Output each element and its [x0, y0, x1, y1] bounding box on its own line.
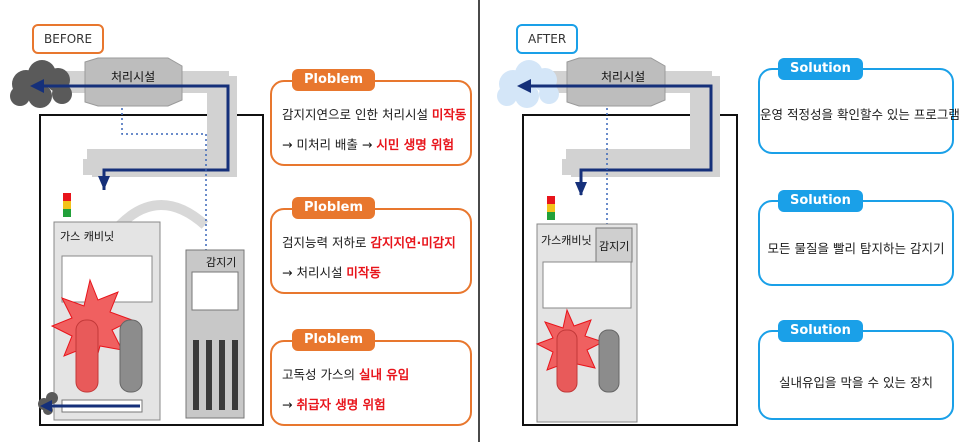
problem-card: Ploblem 감지지연으로 인한 처리시설 미작동 → 미처리 배출 → 시민… — [270, 69, 472, 166]
cabinet-label: 가스 캐비닛 — [60, 230, 115, 243]
facility-label: 처리시설 — [601, 70, 646, 84]
problem-line: → 미처리 배출 → 시민 생명 위험 — [282, 137, 455, 152]
solution-card-title: Solution — [778, 58, 863, 80]
gas-cylinder — [75, 319, 99, 393]
panel-divider — [478, 0, 480, 442]
problem-card-title: Ploblem — [292, 197, 376, 219]
problem-line: → 처리시설 미작동 — [282, 265, 381, 280]
treatment-facility — [84, 57, 183, 107]
problem-card: Ploblem 고독성 가스의 실내 유입 → 취급자 생명 위험 — [270, 329, 472, 426]
problem-line: 감지지연으로 인한 처리시설 미작동 — [282, 107, 467, 122]
clean-air-icon — [497, 60, 559, 108]
problem-card: Ploblem 검지능력 저하로 감지지연·미감지 → 처리시설 미작동 — [270, 197, 472, 294]
solution-card-title: Solution — [778, 190, 863, 212]
problem-line: 고독성 가스의 실내 유입 — [282, 367, 410, 382]
dark-smoke-icon — [10, 60, 72, 108]
problem-card-title: Ploblem — [292, 69, 376, 91]
problem-card-title: Ploblem — [292, 329, 376, 351]
facility-label: 처리시설 — [111, 70, 156, 84]
problem-line: → 취급자 생명 위험 — [282, 397, 386, 412]
detector-label: 감지기 — [206, 256, 237, 269]
before-diagram — [10, 57, 264, 426]
cabinet-label: 가스캐비닛 — [541, 234, 592, 247]
solution-text: 실내유입을 막을 수 있는 장치 — [779, 375, 933, 390]
before-tag: BEFORE — [32, 24, 105, 54]
before-panel: BEFORE — [0, 0, 478, 442]
solution-card-title: Solution — [778, 320, 863, 342]
solution-card: Solution 실내유입을 막을 수 있는 장치 — [758, 320, 954, 420]
flow-arrow — [525, 84, 713, 195]
detector-box — [595, 227, 633, 263]
solution-card: Solution 모든 물질을 빨리 탐지하는 감지기 — [758, 190, 954, 286]
treatment-facility — [566, 57, 666, 107]
problem-line: 검지능력 저하로 감지지연·미감지 — [282, 235, 456, 250]
after-diagram — [497, 57, 738, 426]
after-panel: AFTER 처리시설 가스캐비닛 감지기 Solution 운영 적정성을 확인… — [481, 0, 960, 442]
solution-card: Solution 운영 적정성을 확인할수 있는 프로그램 — [758, 58, 960, 154]
solution-text: 운영 적정성을 확인할수 있는 프로그램 — [760, 107, 960, 122]
solution-text: 모든 물질을 빨리 탐지하는 감지기 — [767, 241, 945, 256]
gas-cylinder — [556, 329, 578, 393]
detector-label: 감지기 — [599, 240, 630, 253]
after-tag: AFTER — [516, 24, 579, 54]
